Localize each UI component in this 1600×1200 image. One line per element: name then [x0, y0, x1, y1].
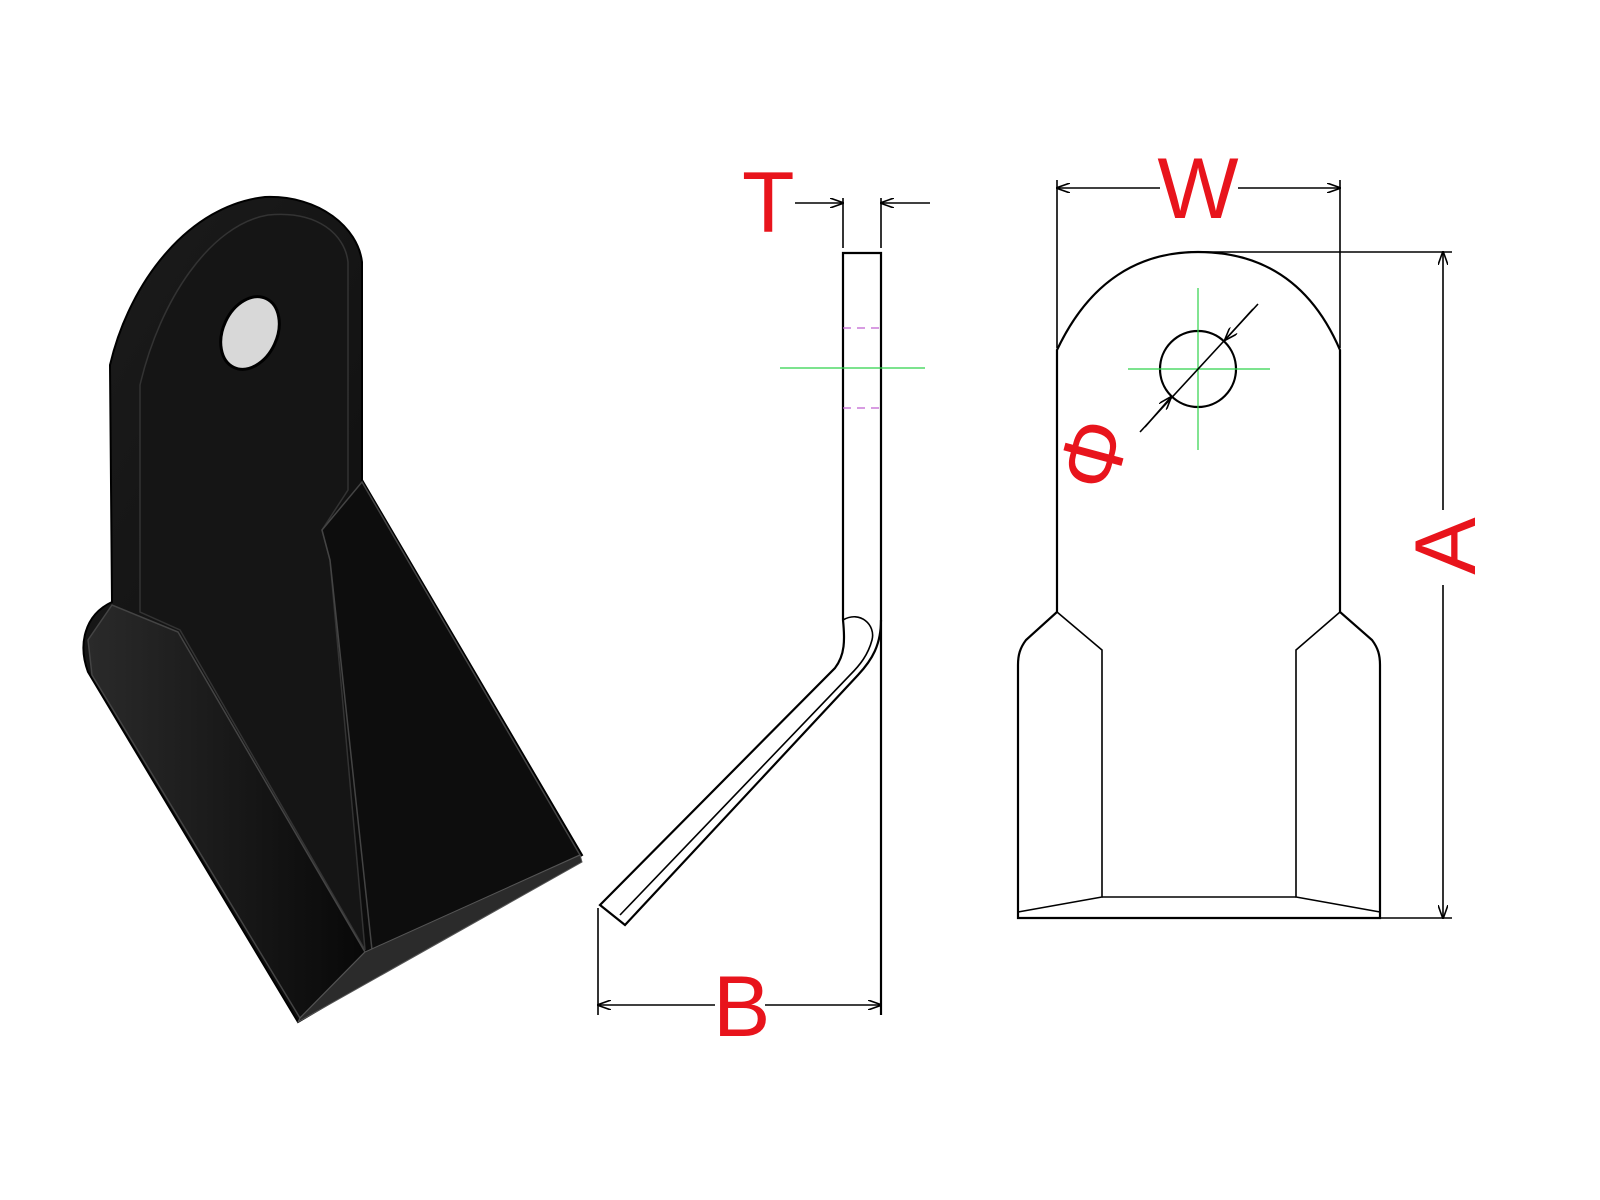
side-view-outline	[598, 251, 883, 927]
front-view-outline	[1016, 250, 1382, 920]
part-mount-hole	[219, 295, 281, 371]
front-view: Φ W A	[1016, 141, 1494, 920]
dimension-label-w: W	[1157, 141, 1238, 237]
dimension-label-b: B	[713, 959, 770, 1055]
part-main-face	[139, 213, 366, 951]
diameter-arrow-upper	[1225, 308, 1254, 340]
front-right-bevel	[1295, 611, 1381, 913]
diameter-arrow-lower	[1144, 397, 1171, 428]
side-view: T B	[598, 155, 930, 1055]
isometric-part-view	[82, 195, 584, 1024]
dimension-label-t: T	[742, 155, 795, 251]
dimension-label-diameter: Φ	[1039, 409, 1149, 500]
dimension-label-a: A	[1398, 517, 1494, 575]
side-view-bend-edge	[619, 616, 874, 916]
front-left-bevel	[1017, 611, 1103, 913]
part-edge-bevel	[296, 854, 583, 1024]
